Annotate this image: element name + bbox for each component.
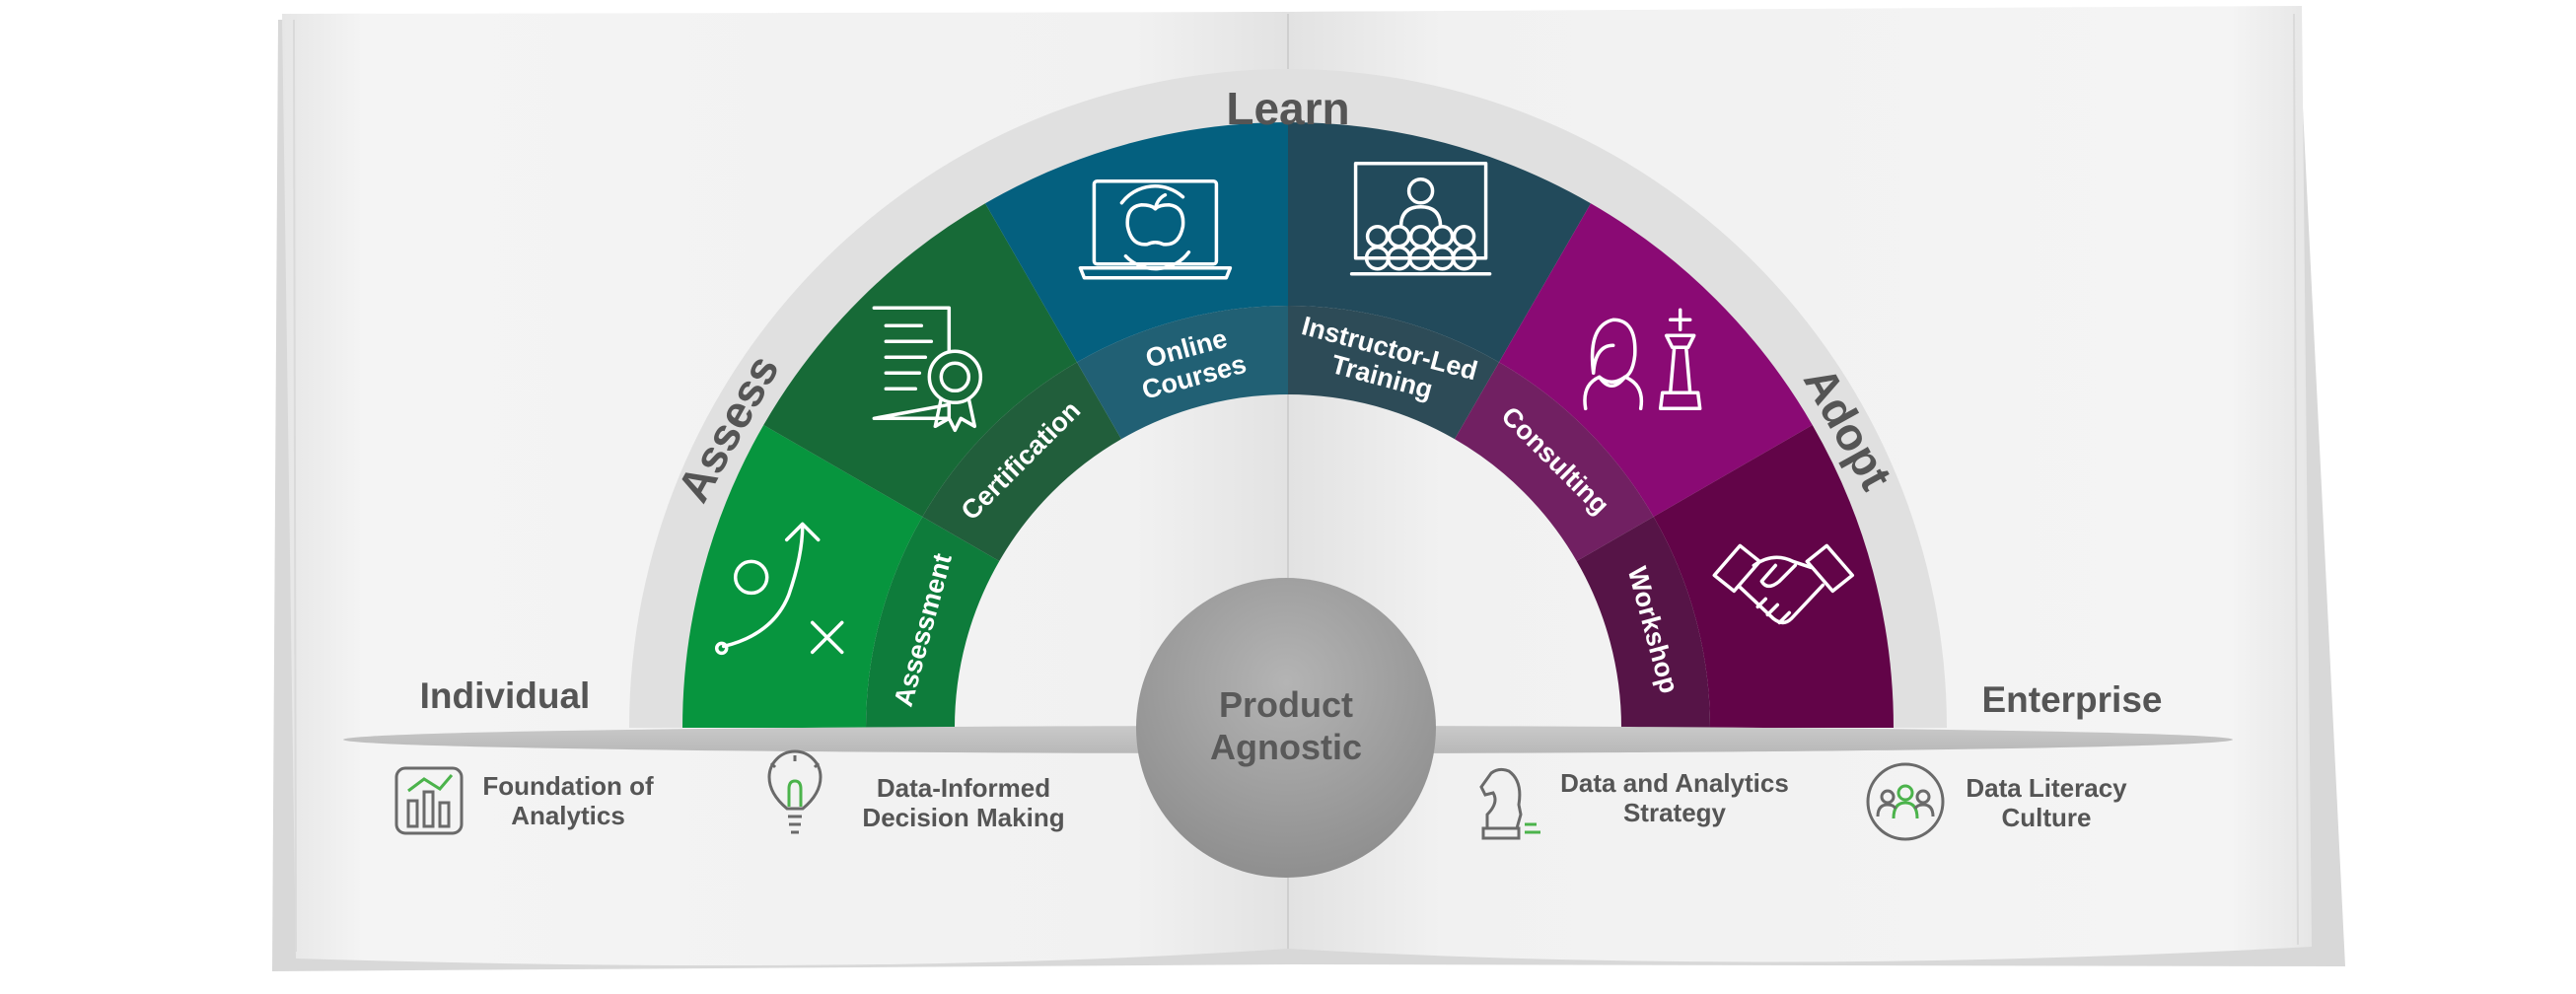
center-circle: Product Agnostic xyxy=(1136,578,1436,878)
bottom-item-label-line2: Culture xyxy=(2002,803,2092,832)
bottom-item-label-line2: Strategy xyxy=(1623,798,1727,827)
certificate-icon xyxy=(872,306,983,433)
bottom-item-foundation: Foundation of Analytics xyxy=(394,766,654,835)
bottom-item-label-line2: Decision Making xyxy=(862,803,1064,832)
segment-wedge xyxy=(763,203,1077,517)
people-circle-icon xyxy=(1866,762,1945,841)
bottom-item-label-line1: Foundation of xyxy=(482,771,654,801)
bottom-item-strategy: Data and Analytics Strategy xyxy=(1479,767,1789,840)
segment-band xyxy=(1455,362,1654,561)
segment-band xyxy=(1077,306,1288,440)
bottom-item-label-line1: Data Literacy xyxy=(1966,773,2127,803)
segment-consulting: Consulting xyxy=(1455,203,1813,561)
segment-band xyxy=(922,362,1121,561)
segment-band xyxy=(1288,306,1499,440)
diagram-title: Learn xyxy=(1226,83,1349,134)
center-label-line1: Product xyxy=(1219,684,1353,725)
classroom-icon xyxy=(1349,161,1492,276)
lightbulb-icon xyxy=(767,749,823,834)
segment-band xyxy=(1576,517,1710,728)
segment-wedge xyxy=(1288,122,1591,363)
consultant-chess-icon xyxy=(1583,308,1702,411)
side-label-enterprise: Enterprise xyxy=(1981,679,2162,720)
strategy-play-icon xyxy=(714,522,844,656)
segment-certification: Certification xyxy=(763,203,1121,561)
side-label-individual: Individual xyxy=(420,675,591,716)
segment-assessment: Assessment xyxy=(682,425,1000,728)
segment-wedge xyxy=(682,425,923,728)
handshake-icon xyxy=(1712,543,1855,625)
segment-wedge xyxy=(1499,203,1813,517)
center-label-line2: Agnostic xyxy=(1210,727,1362,767)
bottom-item-decision: Data-Informed Decision Making xyxy=(767,749,1065,834)
segment-workshop: Workshop xyxy=(1576,425,1894,728)
laptop-apple-icon xyxy=(1078,178,1233,280)
bar-chart-icon xyxy=(394,766,464,835)
bottom-item-label-line1: Data and Analytics xyxy=(1560,768,1789,798)
bottom-item-culture: Data Literacy Culture xyxy=(1866,762,2127,841)
bottom-item-label-line1: Data-Informed xyxy=(877,773,1050,803)
chess-knight-icon xyxy=(1479,767,1540,840)
segment-band xyxy=(866,517,1000,728)
segment-wedge xyxy=(1653,425,1894,728)
bottom-item-label-line2: Analytics xyxy=(511,801,625,830)
